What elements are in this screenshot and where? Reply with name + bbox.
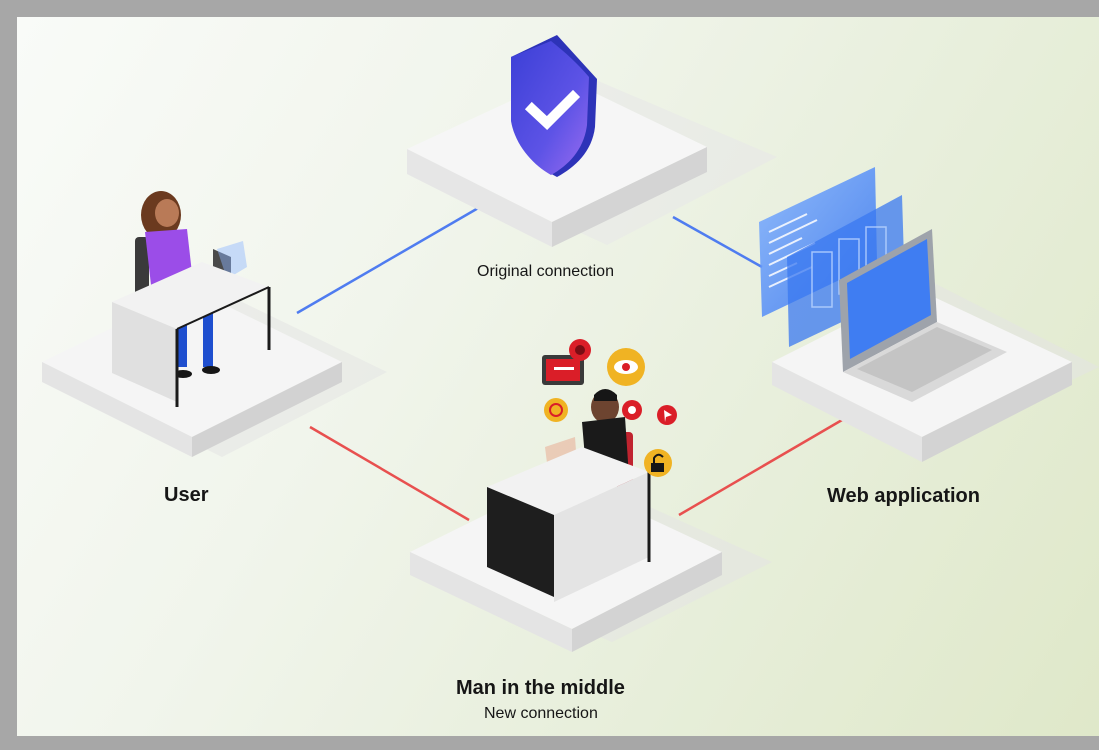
new-link-user (309, 425, 470, 522)
user-desk (112, 262, 271, 407)
web-application-label: Web application (827, 485, 980, 507)
original-link-web (672, 215, 763, 269)
man-in-the-middle-label: Man in the middle (456, 677, 625, 699)
bug-icon (569, 339, 591, 361)
user-label: User (164, 484, 209, 506)
eye-icon (607, 348, 645, 386)
shield-check-icon (511, 35, 597, 177)
block-icon (544, 398, 568, 422)
diagram-artwork (42, 35, 1099, 652)
new-connection-label: New connection (484, 705, 598, 722)
lock-open-icon (644, 449, 672, 477)
original-link-user (296, 205, 481, 315)
original-connection-label: Original connection (477, 263, 614, 280)
new-link-web (678, 418, 843, 517)
target-icon (622, 400, 642, 420)
diagram-canvas: Original connection User Web application… (17, 17, 1099, 736)
cursor-icon (657, 405, 677, 425)
laptop-icon (839, 229, 1007, 402)
attacker-desk (487, 447, 651, 602)
code-window-icon (759, 167, 905, 347)
alert-icon (542, 355, 584, 385)
